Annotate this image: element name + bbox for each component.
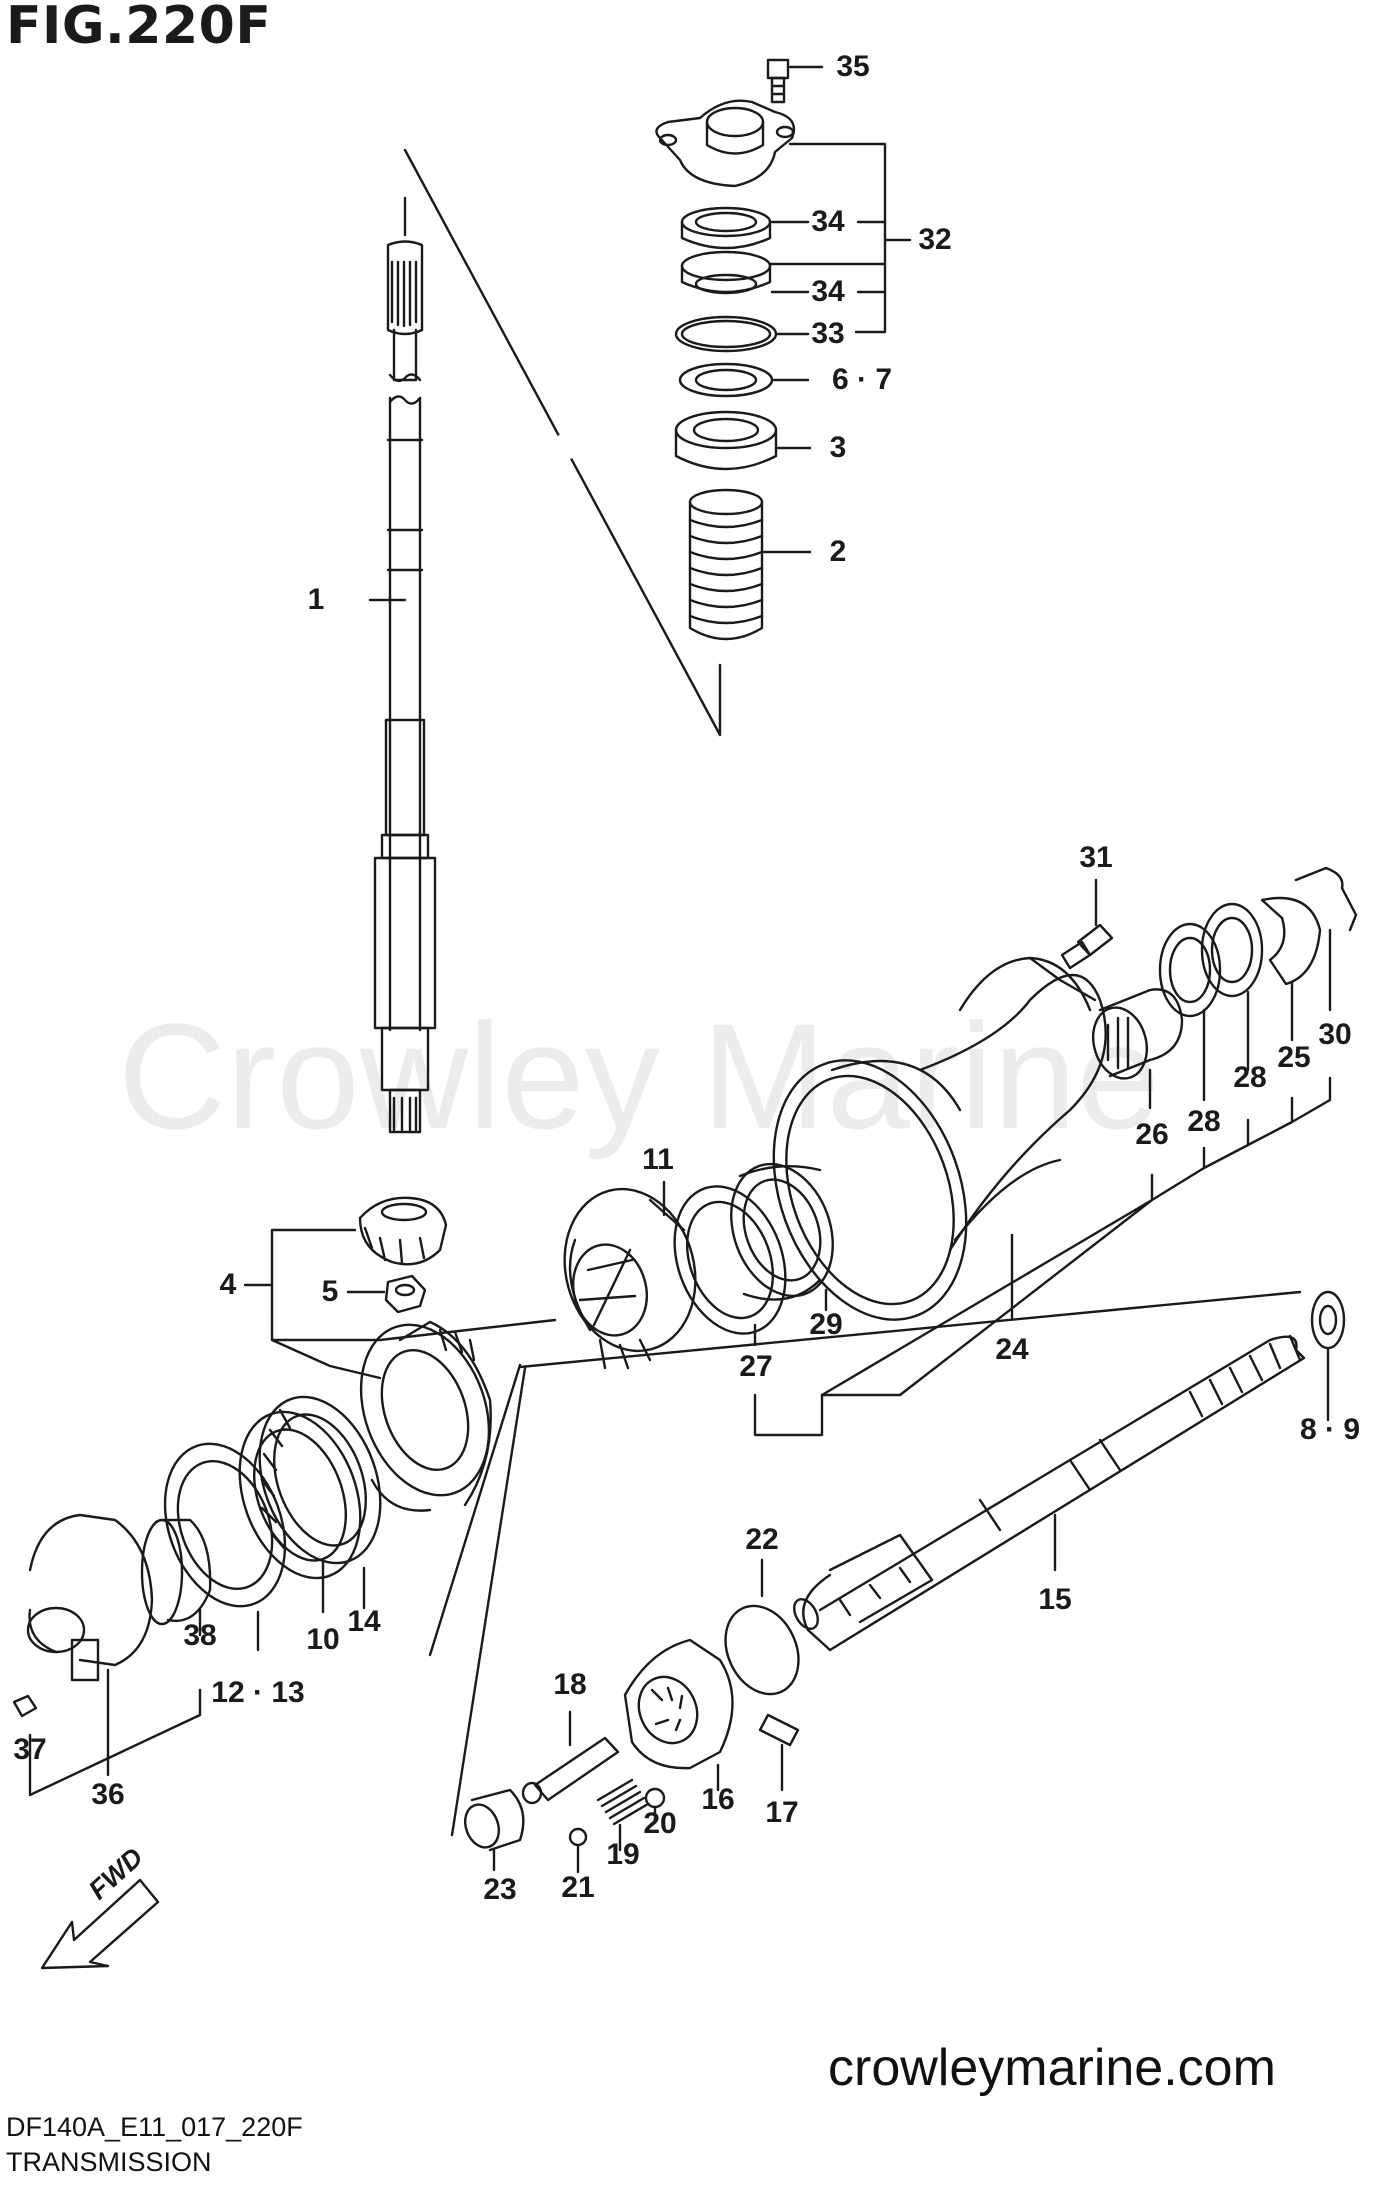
callout-c10: 10 <box>306 1623 340 1656</box>
callout-c31: 31 <box>1079 841 1113 874</box>
clutch-group <box>463 1558 800 1874</box>
callout-c4: 4 <box>219 1268 237 1301</box>
figure-caption: TRANSMISSION <box>6 2147 212 2177</box>
callout-c37: 37 <box>13 1733 47 1766</box>
callout-c24: 24 <box>995 1333 1029 1366</box>
callout-c3: 3 <box>829 431 847 464</box>
callout-c18: 18 <box>553 1668 587 1701</box>
callout-c34a: 34 <box>811 205 845 238</box>
callout-c16: 16 <box>701 1783 735 1816</box>
drive-shaft-part-1 <box>368 196 437 1134</box>
callout-c28b: 28 <box>1187 1105 1221 1138</box>
reverse-gear-group <box>12 1196 1302 1837</box>
callout-c36: 36 <box>91 1778 125 1811</box>
callout-c32: 32 <box>918 223 952 256</box>
watermark: Crowley Marine <box>118 992 1160 1160</box>
forward-gear-group <box>563 1162 834 1370</box>
callout-c22: 22 <box>745 1523 779 1556</box>
callout-c5: 5 <box>321 1275 339 1308</box>
figure-title: FIG.220F <box>6 0 272 56</box>
callout-c29: 29 <box>809 1308 843 1341</box>
callout-c26: 26 <box>1135 1118 1169 1151</box>
callout-c25: 25 <box>1277 1041 1311 1074</box>
callout-c67: 6 · 7 <box>831 363 893 396</box>
callout-c27: 27 <box>739 1350 773 1383</box>
website-label: crowleymarine.com <box>828 2039 1276 2097</box>
callout-c15: 15 <box>1038 1583 1072 1616</box>
callout-c19: 19 <box>606 1838 640 1871</box>
callout-c2: 2 <box>829 535 847 568</box>
callout-c1213: 12 · 13 <box>211 1676 305 1709</box>
callout-c21: 21 <box>561 1871 595 1904</box>
callout-c23: 23 <box>483 1873 517 1906</box>
callout-c30: 30 <box>1318 1018 1352 1051</box>
callout-c1: 1 <box>307 583 325 616</box>
pinion-bearing-stack <box>655 58 912 641</box>
callout-c11: 11 <box>642 1143 674 1176</box>
callout-c17: 17 <box>765 1796 799 1829</box>
reference-line <box>403 148 722 737</box>
callout-c20: 20 <box>643 1807 677 1840</box>
callout-c14: 14 <box>347 1605 381 1638</box>
propeller-shaft-part-15 <box>793 1290 1346 1652</box>
callout-c89: 8 · 9 <box>1299 1413 1361 1446</box>
callout-c28a: 28 <box>1233 1061 1267 1094</box>
callout-c34b: 34 <box>811 275 845 308</box>
callout-c38: 38 <box>183 1619 217 1652</box>
figure-code: DF140A_E11_017_220F <box>6 2112 303 2142</box>
fwd-arrow-icon <box>40 1878 160 1970</box>
propeller-shaft-housing <box>753 866 1358 1437</box>
callout-c33: 33 <box>811 317 845 350</box>
callout-c35: 35 <box>836 50 870 83</box>
